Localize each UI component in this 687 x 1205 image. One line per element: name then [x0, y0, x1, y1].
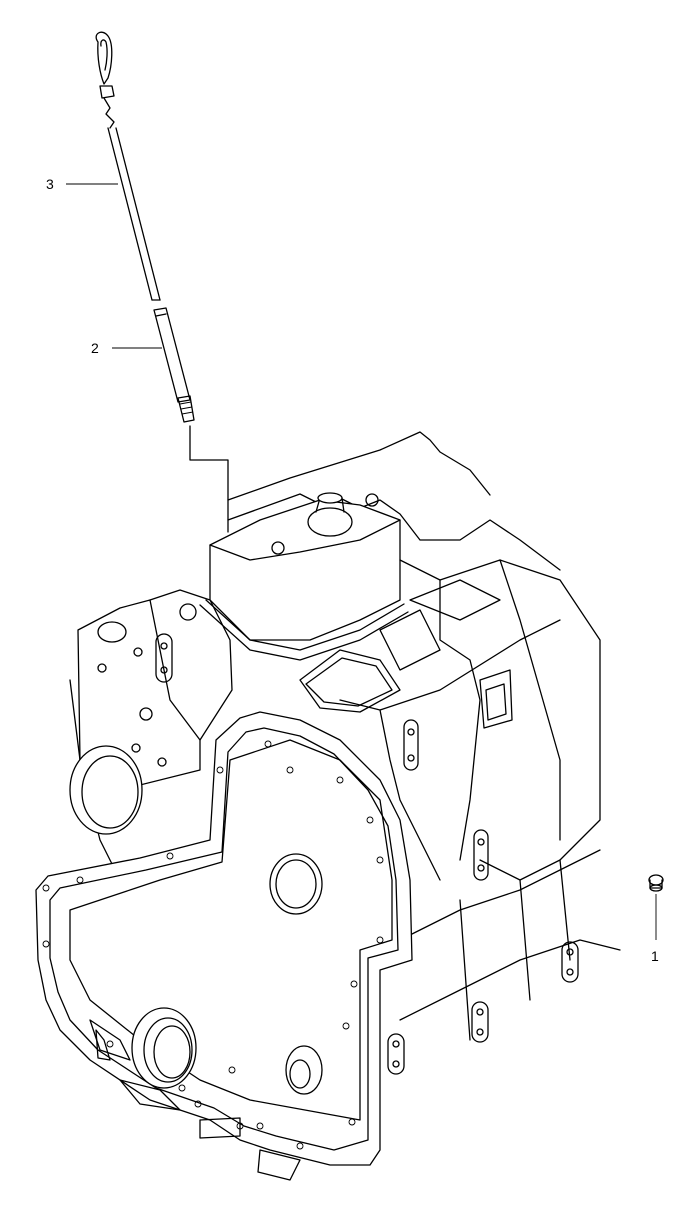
- engine-block: [35, 431, 621, 1181]
- callout-3: 3: [46, 176, 54, 192]
- bolt-icon[interactable]: [648, 874, 664, 892]
- tube-connector-line: [189, 425, 229, 533]
- dipstick-tube-icon[interactable]: [153, 307, 195, 423]
- callout-2: 2: [91, 340, 99, 356]
- callout-1: 1: [651, 948, 659, 964]
- dipstick-icon[interactable]: [95, 31, 161, 301]
